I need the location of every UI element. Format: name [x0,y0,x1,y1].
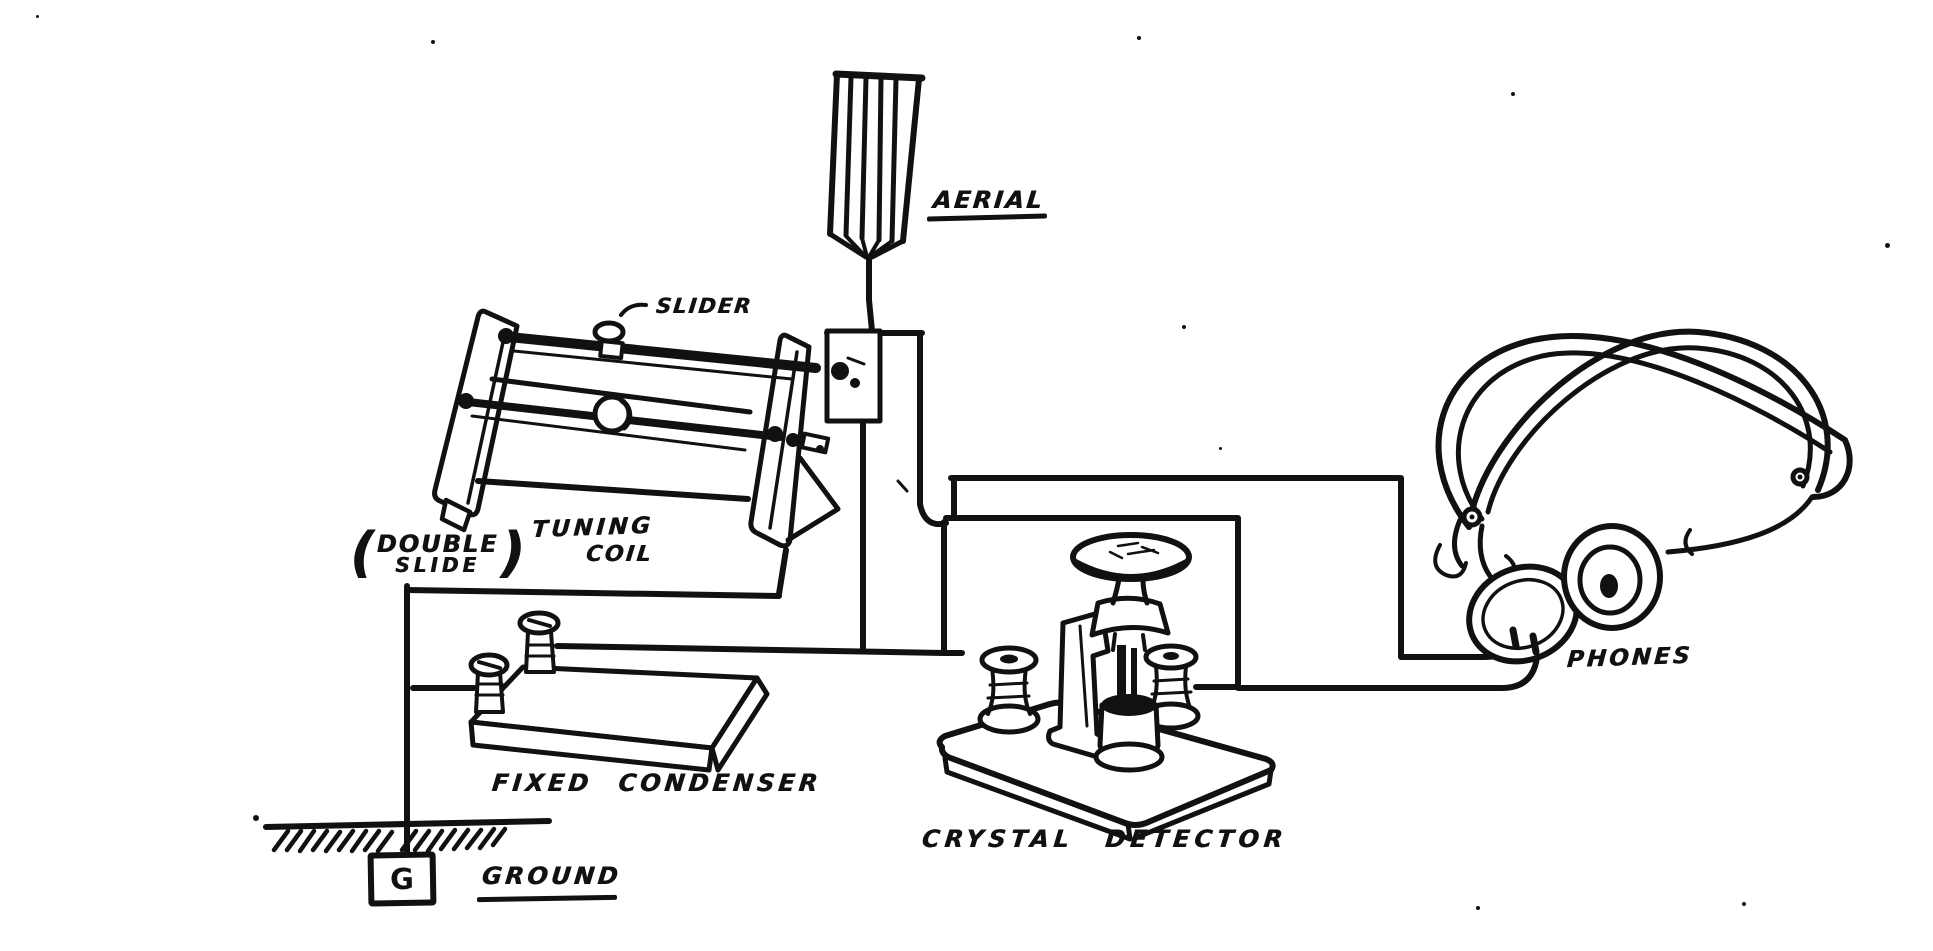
slider-leader-line [619,302,648,317]
detector-stand [1046,532,1192,773]
double-slide-close-paren: ) [500,521,526,584]
condenser-post-left [468,652,510,714]
ink-speck [1182,325,1186,329]
ink-speck [1511,92,1515,96]
ink-speck [1219,447,1222,450]
wire-condenser-to-junction [554,643,965,656]
ink-speck [36,15,39,18]
fixed-condenser-drawing [468,610,770,773]
double-slide-line2: SLIDE [395,552,481,577]
label-tuning-coil-line1: TUNING [530,512,655,544]
ground-terminal-letter: G [389,861,415,897]
wire-aerial-lead [866,255,875,334]
label-aerial: AERIAL [931,186,1046,214]
wire-to-detector-and-phones [943,515,1540,691]
wire-to-phones-upper [948,475,1520,660]
crystal-detector-drawing [936,532,1276,842]
wiring [404,255,1540,856]
ink-speck [1742,902,1746,906]
label-crystal-detector: CRYSTAL DETECTOR [920,825,1289,853]
ink-speck [1885,243,1890,248]
double-slide-open-paren: ( [350,521,375,584]
label-double-slide: ( DOUBLE SLIDE ) [350,521,526,584]
ink-speck [1476,906,1480,910]
label-ground: GROUND [480,862,623,890]
label-phones: PHONES [1565,642,1694,674]
double-slide-line1: DOUBLE [376,529,499,558]
earpiece-right [1561,523,1663,631]
ground-symbol [253,815,552,854]
label-slider: SLIDER [654,294,754,318]
aerial-drawing [827,70,926,260]
wire-coil-bottom [404,547,789,599]
tuning-coil-drawing [432,308,883,549]
detector-post-left [977,645,1041,735]
slider-knob-2 [592,394,633,434]
ink-speck [941,572,944,575]
ground-terminal-box: G [367,851,437,907]
label-tuning-coil-line2: COIL [584,542,655,567]
label-fixed-condenser: FIXED CONDENSER [490,769,823,797]
headphones-drawing [1433,328,1853,665]
ink-speck [1137,36,1141,40]
slider-knob-1 [592,320,626,361]
condenser-post-right [517,610,561,674]
coil-terminal-panel [824,328,883,424]
ink-speck [431,40,435,44]
slide-rod-1 [504,332,821,373]
detector-thumb-wheel [1070,532,1192,582]
